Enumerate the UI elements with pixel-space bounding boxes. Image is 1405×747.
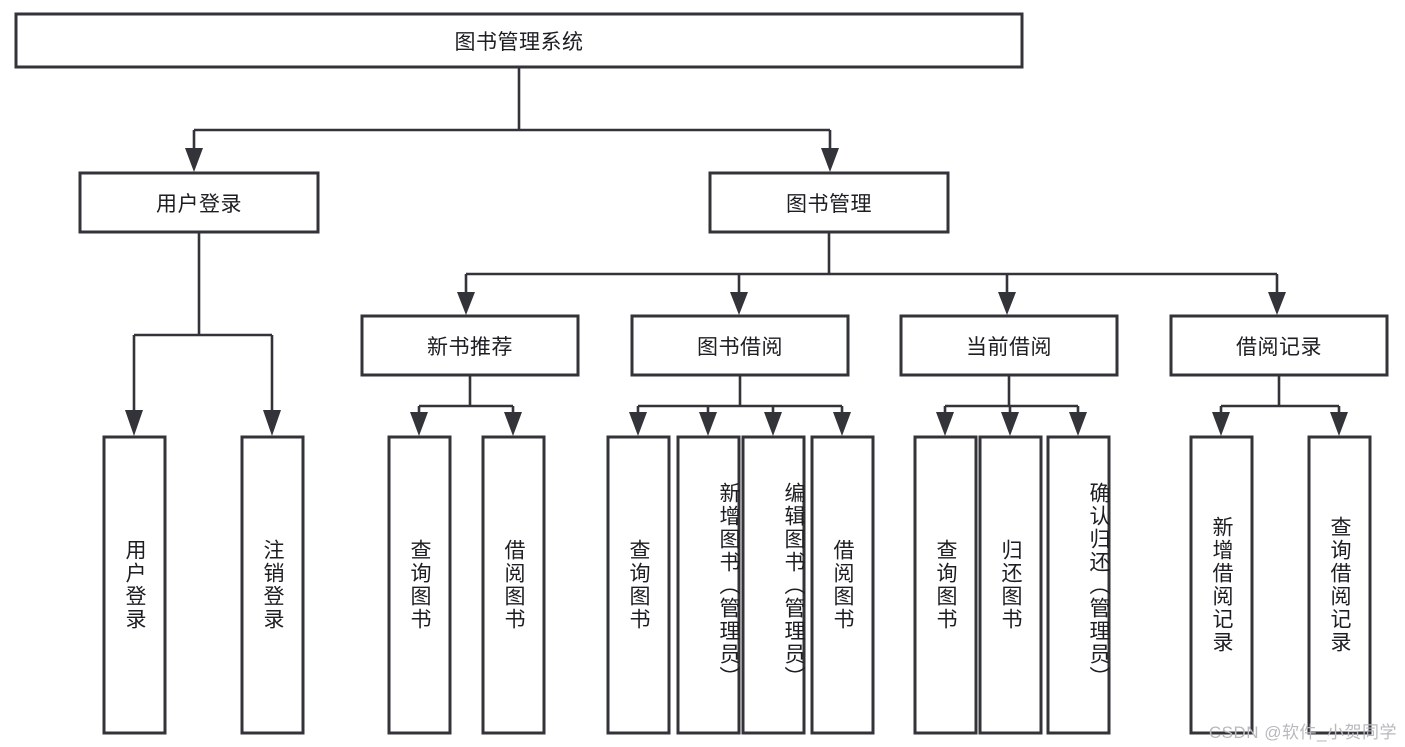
edge-borrow-record-to-leaves xyxy=(1212,375,1348,436)
arrow-new-book-rec xyxy=(457,292,475,315)
edge-current-borrow-to-leaves xyxy=(936,375,1087,436)
arrow-leaf-borrow-book-1 xyxy=(504,412,522,436)
arrow-user-login xyxy=(185,148,203,172)
edge-book-borrow-to-leaves xyxy=(629,375,851,436)
csdn-watermark: CSDN @软件_小贺同学 xyxy=(1208,723,1397,742)
node-leaf-edit-book[interactable] xyxy=(741,435,806,735)
node-book-manage[interactable] xyxy=(708,171,950,234)
node-leaf-borrow-book-1[interactable] xyxy=(481,435,546,735)
arrow-book-borrow xyxy=(730,292,748,315)
node-leaf-logout[interactable] xyxy=(240,435,305,735)
arrow-leaf-add-book xyxy=(699,412,717,436)
arrow-leaf-query-record xyxy=(1330,412,1348,436)
node-leaf-user-login[interactable] xyxy=(102,435,167,735)
node-book-borrow[interactable] xyxy=(630,314,850,377)
arrow-leaf-borrow-book-2 xyxy=(833,412,851,436)
arrow-borrow-record xyxy=(1268,292,1286,315)
node-leaf-query-record[interactable] xyxy=(1307,435,1372,735)
node-leaf-return-book[interactable] xyxy=(978,435,1043,735)
node-leaf-add-book[interactable] xyxy=(676,435,741,735)
arrow-leaf-edit-book xyxy=(764,412,782,436)
edge-root-to-level2 xyxy=(185,67,839,172)
node-current-borrow[interactable] xyxy=(899,314,1119,377)
node-leaf-add-record[interactable] xyxy=(1189,435,1254,735)
arrow-leaf-return-book xyxy=(1001,412,1019,436)
edge-new-book-rec-to-leaves xyxy=(410,375,522,436)
edge-user-login-to-leaves xyxy=(125,232,281,436)
arrow-leaf-query-book-2 xyxy=(629,412,647,436)
arrow-current-borrow xyxy=(998,292,1016,315)
node-borrow-record[interactable] xyxy=(1169,314,1389,377)
node-user-login[interactable] xyxy=(78,171,320,234)
node-root[interactable] xyxy=(14,12,1024,69)
arrow-leaf-query-book-1 xyxy=(410,412,428,436)
arrow-leaf-confirm-return xyxy=(1069,412,1087,436)
edge-book-manage-to-level3 xyxy=(457,232,1286,315)
node-leaf-borrow-book-2[interactable] xyxy=(810,435,875,735)
arrow-book-manage xyxy=(821,148,839,172)
node-new-book-rec[interactable] xyxy=(360,314,580,377)
node-leaf-query-book-2[interactable] xyxy=(606,435,671,735)
arrow-leaf-query-book-3 xyxy=(936,412,954,436)
node-leaf-query-book-1[interactable] xyxy=(387,435,452,735)
arrow-leaf-logout xyxy=(263,410,281,436)
arrow-leaf-add-record xyxy=(1212,412,1230,436)
node-leaf-query-book-3[interactable] xyxy=(913,435,978,735)
node-leaf-confirm-return[interactable] xyxy=(1046,435,1111,735)
arrow-leaf-user-login xyxy=(125,410,143,436)
